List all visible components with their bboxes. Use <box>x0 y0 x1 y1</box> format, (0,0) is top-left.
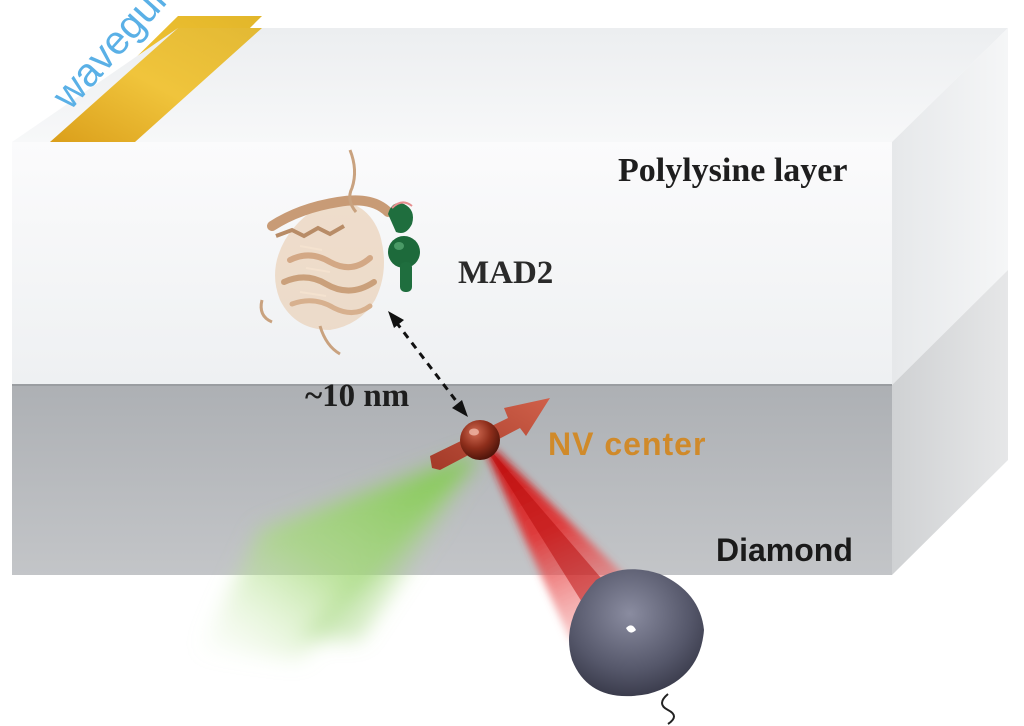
nv-center <box>430 398 550 470</box>
photodetector <box>569 569 704 725</box>
detector-cable <box>661 693 675 725</box>
mad2-label: MAD2 <box>458 255 554 291</box>
polylysine-layer-label: Polylysine layer <box>618 152 848 189</box>
polylysine-side-face <box>892 28 1008 385</box>
green-laser-beam <box>200 452 478 660</box>
polylysine-top-face <box>12 28 1008 142</box>
distance-arrow <box>388 311 468 417</box>
distance-label: ~10 nm <box>305 378 410 414</box>
nv-center-ball <box>460 420 500 460</box>
diamond-side-face <box>892 270 1008 575</box>
polylysine-layer <box>12 142 892 385</box>
nv-center-label: NV center <box>548 426 707 462</box>
mad2-protein <box>259 149 393 356</box>
diamond-label: Diamond <box>716 532 853 568</box>
spin-label <box>388 201 420 292</box>
